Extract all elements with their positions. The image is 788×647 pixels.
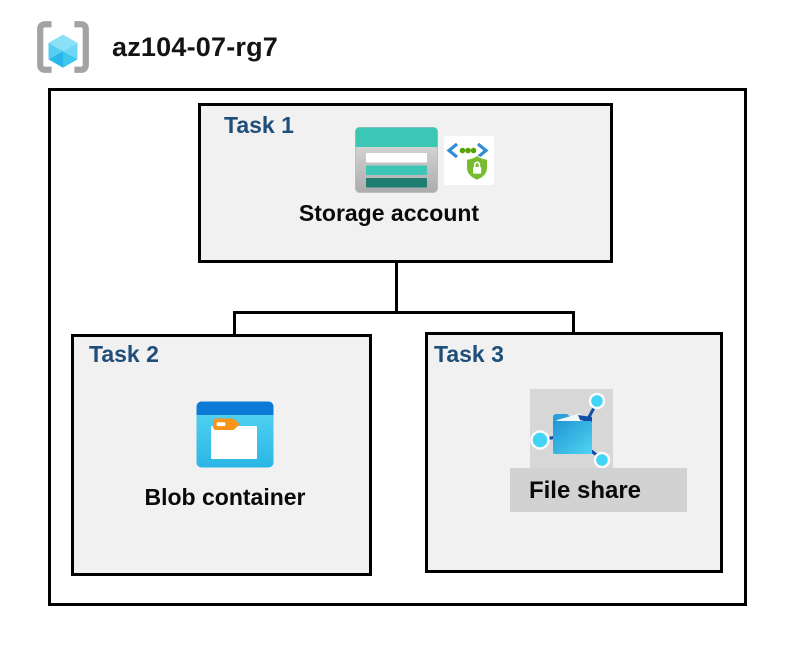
sas-lock-icon	[444, 136, 494, 185]
task2-box	[71, 334, 372, 576]
file-share-label-bg	[510, 468, 687, 512]
file-share-icon	[530, 389, 613, 469]
resource-group-header: az104-07-rg7	[34, 18, 278, 76]
storage-account-icon	[355, 127, 438, 193]
task2-label: Task 2	[89, 341, 159, 367]
resource-group-title: az104-07-rg7	[112, 31, 278, 62]
storage-account-label: Storage account	[298, 200, 480, 226]
task1-label: Task 1	[224, 112, 294, 138]
blob-container-label: Blob container	[144, 484, 306, 510]
connector-storage-down	[395, 230, 398, 313]
file-share-label: File share	[528, 477, 642, 504]
task3-label: Task 3	[434, 341, 504, 367]
resource-group-icon	[34, 18, 92, 76]
connector-branch	[233, 311, 575, 314]
blob-container-icon	[196, 401, 274, 468]
